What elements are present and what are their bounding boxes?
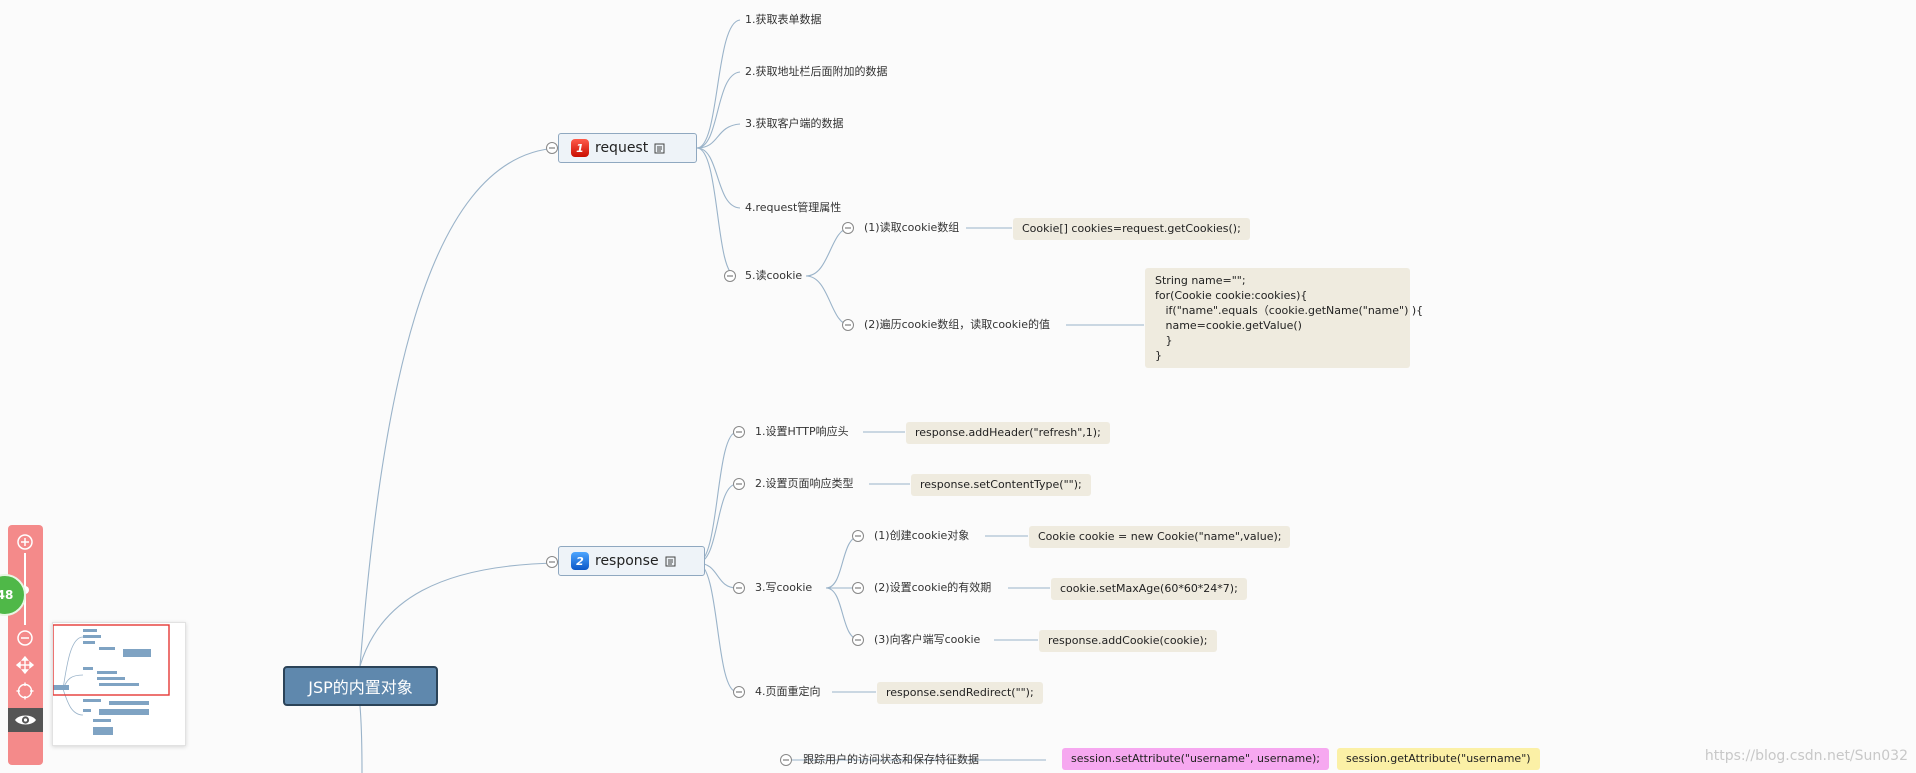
code-send-redirect-text: response.sendRedirect(""); [886,686,1034,699]
collapse-response-item2-icon[interactable] [733,478,745,490]
code-get-cookies-text: Cookie[] cookies=request.getCookies(); [1022,222,1241,235]
response-node[interactable]: 2 response [558,546,705,576]
write-cookie-step3[interactable]: (3)向客户端写cookie [874,632,980,648]
collapse-redirect-icon[interactable] [733,686,745,698]
priority-1-icon: 1 [571,139,589,157]
note-icon[interactable] [665,556,676,567]
minimap-preview [52,624,170,735]
write-cookie-step1-label: (1)创建cookie对象 [874,529,970,542]
zoom-level-value: 48 [0,588,14,602]
write-cookie-step3-label: (3)向客户端写cookie [874,633,981,646]
code-session-get-text: session.getAttribute("username") [1346,752,1531,765]
response-item-redirect[interactable]: 4.页面重定向 [755,684,821,700]
request-item-2-label: 2.获取地址栏后面附加的数据 [745,65,888,78]
code-set-max-age-text: cookie.setMaxAge(60*60*24*7); [1060,582,1238,595]
request-item-5-label: 5.读cookie [745,269,803,282]
collapse-read-step2-icon[interactable] [842,319,854,331]
response-item-4-label: 4.页面重定向 [755,685,821,698]
request-node[interactable]: 1 request [558,133,697,163]
code-session-set-attribute[interactable]: session.setAttribute("username", usernam… [1062,748,1329,770]
eye-icon [15,715,36,725]
session-item-tracking[interactable]: 跟踪用户的访问状态和保存特征数据 [803,752,979,768]
code-set-content-type[interactable]: response.setContentType(""); [911,474,1091,496]
request-item-client-data[interactable]: 3.获取客户端的数据 [745,116,844,132]
note-icon[interactable] [654,143,665,154]
response-label: response [595,553,659,569]
code-new-cookie[interactable]: Cookie cookie = new Cookie("name",value)… [1029,526,1291,548]
priority-2-icon: 2 [571,552,589,570]
code-session-set-text: session.setAttribute("username", usernam… [1071,752,1320,765]
request-item-form-data[interactable]: 1.获取表单数据 [745,12,822,28]
root-node[interactable]: JSP的内置对象 [283,666,438,706]
read-cookie-step2[interactable]: (2)遍历cookie数组，读取cookie的值 [864,317,1050,333]
zoom-in-icon[interactable] [16,533,34,551]
code-iterate-cookies-text: String name=""; for(Cookie cookie:cookie… [1155,274,1424,362]
priority-1-number: 1 [576,141,584,155]
watermark: https://blog.csdn.net/Sun032 [1704,748,1908,764]
code-add-header-text: response.addHeader("refresh",1); [915,426,1101,439]
code-set-content-type-text: response.setContentType(""); [920,478,1082,491]
request-label: request [595,140,649,156]
collapse-write-step2-icon[interactable] [852,582,864,594]
collapse-write-step3-icon[interactable] [852,634,864,646]
zoom-toolbar [8,525,43,765]
write-cookie-step2[interactable]: (2)设置cookie的有效期 [874,580,991,596]
write-cookie-step1[interactable]: (1)创建cookie对象 [874,528,969,544]
root-label: JSP的内置对象 [308,678,413,697]
move-icon[interactable] [16,656,34,674]
code-session-get-attribute[interactable]: session.getAttribute("username") [1337,748,1540,770]
collapse-read-step1-icon[interactable] [842,222,854,234]
collapse-write-step1-icon[interactable] [852,530,864,542]
write-cookie-step2-label: (2)设置cookie的有效期 [874,581,992,594]
session-item-label: 跟踪用户的访问状态和保存特征数据 [803,753,979,766]
request-item-4-label: 4.request管理属性 [745,201,842,214]
zoom-out-icon[interactable] [16,629,34,647]
center-target-icon[interactable] [16,682,34,700]
collapse-response-item1-icon[interactable] [733,426,745,438]
code-new-cookie-text: Cookie cookie = new Cookie("name",value)… [1038,530,1282,543]
read-cookie-step1-label: (1)读取cookie数组 [864,221,960,234]
collapse-response-icon[interactable] [546,556,558,568]
response-item-header[interactable]: 1.设置HTTP响应头 [755,424,849,440]
response-item-3-label: 3.写cookie [755,581,813,594]
code-add-cookie-text: response.addCookie(cookie); [1048,634,1208,647]
response-item-1-label: 1.设置HTTP响应头 [755,425,849,438]
request-item-read-cookie[interactable]: 5.读cookie [745,268,802,284]
code-iterate-cookies[interactable]: String name=""; for(Cookie cookie:cookie… [1145,268,1423,368]
request-item-attributes[interactable]: 4.request管理属性 [745,200,841,216]
read-cookie-step2-label: (2)遍历cookie数组，读取cookie的值 [864,318,1050,331]
request-item-query-data[interactable]: 2.获取地址栏后面附加的数据 [745,64,888,80]
overview-toggle[interactable] [8,708,43,732]
code-add-cookie[interactable]: response.addCookie(cookie); [1039,630,1217,652]
read-cookie-step1[interactable]: (1)读取cookie数组 [864,220,959,236]
collapse-read-cookie-icon[interactable] [724,270,736,282]
request-item-1-label: 1.获取表单数据 [745,13,822,26]
response-item-content-type[interactable]: 2.设置页面响应类型 [755,476,854,492]
request-item-3-label: 3.获取客户端的数据 [745,117,844,130]
response-item-write-cookie[interactable]: 3.写cookie [755,580,812,596]
priority-2-number: 2 [576,554,584,568]
collapse-session-item-icon[interactable] [780,754,792,766]
code-add-header[interactable]: response.addHeader("refresh",1); [906,422,1110,444]
collapse-request-icon[interactable] [546,142,558,154]
collapse-write-cookie-icon[interactable] [733,582,745,594]
minimap[interactable] [52,622,186,746]
code-get-cookies[interactable]: Cookie[] cookies=request.getCookies(); [1013,218,1250,240]
code-set-max-age[interactable]: cookie.setMaxAge(60*60*24*7); [1051,578,1247,600]
code-send-redirect[interactable]: response.sendRedirect(""); [877,682,1043,704]
response-item-2-label: 2.设置页面响应类型 [755,477,854,490]
